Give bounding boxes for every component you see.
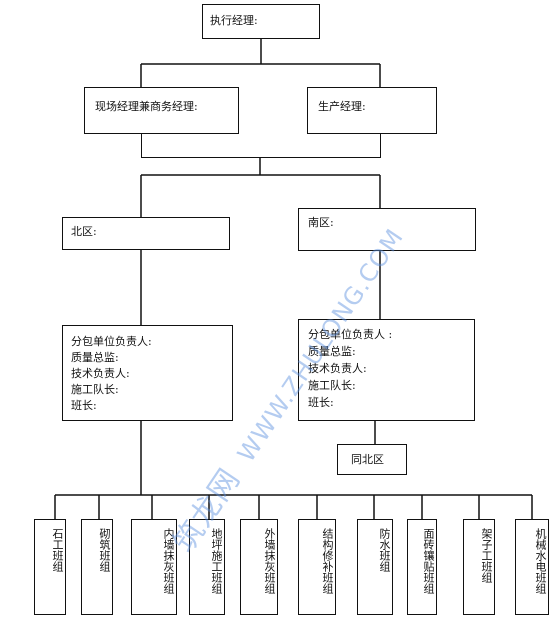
team-label: 架子工班组 <box>480 528 493 583</box>
team-box-mech-electric: 机械水电班组 <box>515 519 549 615</box>
production-manager-box: 生产经理: <box>307 87 437 134</box>
north-zone-box: 北区: <box>62 217 230 250</box>
production-manager-label: 生产经理: <box>318 100 366 113</box>
south-detail-2: 质量总监: <box>308 345 356 358</box>
south-zone-label: 南区: <box>308 216 334 229</box>
team-label: 砌筑班组 <box>98 528 111 572</box>
team-label: 机械水电班组 <box>534 528 547 594</box>
manager-join-box <box>141 134 381 158</box>
team-box-tiling: 面砖镶贴班组 <box>407 519 437 615</box>
site-business-manager-box: 现场经理兼商务经理: <box>84 87 239 134</box>
team-label: 外墙抹灰班组 <box>263 528 276 594</box>
south-details-box: 分包单位负责人 : 质量总监: 技术负责人: 施工队长: 班长: <box>298 319 475 421</box>
same-as-north-label: 同北区 <box>351 453 384 466</box>
team-box-floor: 地坪施工班组 <box>189 519 225 615</box>
north-detail-2: 质量总监: <box>71 351 119 364</box>
exec-manager-label: 执行经理: <box>210 14 258 27</box>
north-detail-4: 施工队长: <box>71 383 119 396</box>
north-details-box: 分包单位负责人: 质量总监: 技术负责人: 施工队长: 班长: <box>62 325 233 421</box>
north-detail-3: 技术负责人: <box>71 367 130 380</box>
team-label: 地坪施工班组 <box>210 528 223 594</box>
same-as-north-box: 同北区 <box>337 444 407 475</box>
team-box-scaffold: 架子工班组 <box>463 519 495 615</box>
north-detail-5: 班长: <box>71 399 97 412</box>
team-box-masonry: 砌筑班组 <box>81 519 113 615</box>
team-label: 结构修补班组 <box>321 528 334 594</box>
north-detail-1: 分包单位负责人: <box>71 335 152 348</box>
team-box-waterproof: 防水班组 <box>357 519 393 615</box>
site-business-manager-label: 现场经理兼商务经理: <box>95 100 198 113</box>
south-zone-box: 南区: <box>298 208 476 251</box>
team-label: 面砖镶贴班组 <box>422 528 435 594</box>
team-label: 防水班组 <box>378 528 391 572</box>
team-box-stone: 石工班组 <box>34 519 66 615</box>
south-detail-5: 班长: <box>308 396 334 409</box>
team-label: 内墙抹灰班组 <box>162 528 175 594</box>
south-detail-4: 施工队长: <box>308 379 356 392</box>
exec-manager-box: 执行经理: <box>202 4 320 39</box>
team-box-exterior-plaster: 外墙抹灰班组 <box>240 519 278 615</box>
south-detail-1: 分包单位负责人 : <box>308 328 393 341</box>
north-zone-label: 北区: <box>71 225 97 238</box>
team-box-structure-repair: 结构修补班组 <box>298 519 336 615</box>
team-label: 石工班组 <box>51 528 64 572</box>
south-detail-3: 技术负责人: <box>308 362 367 375</box>
team-box-interior-plaster: 内墙抹灰班组 <box>131 519 177 615</box>
